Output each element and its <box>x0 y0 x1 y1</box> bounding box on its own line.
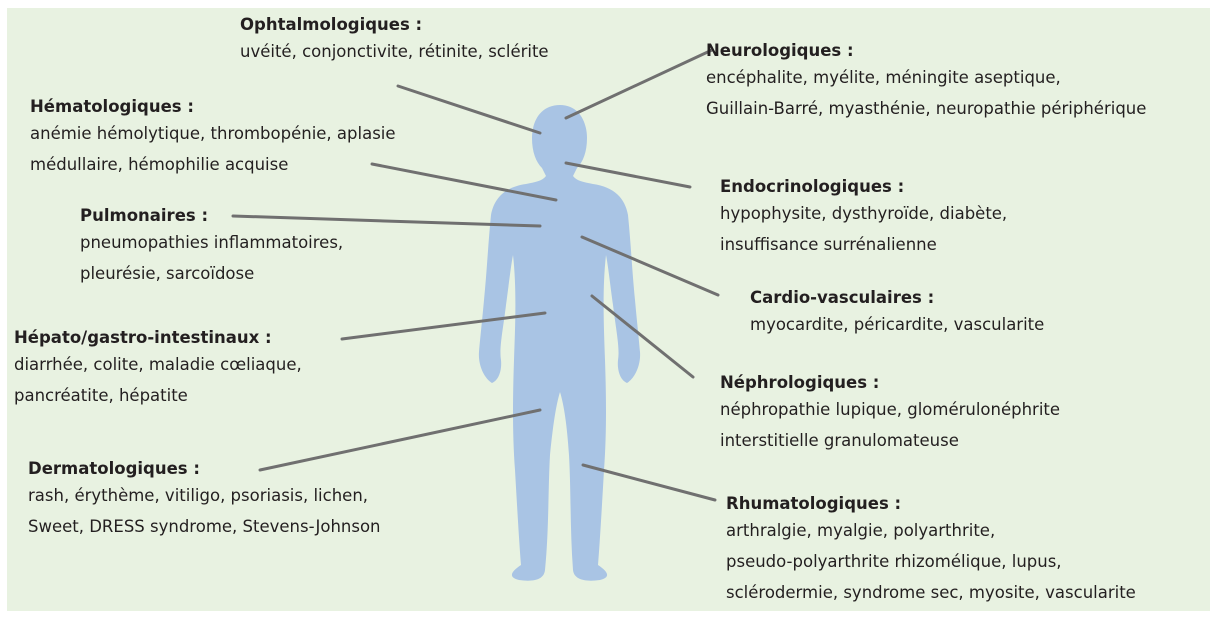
group-cardio-vasculaires: Cardio-vasculaires : myocardite, péricar… <box>750 287 1044 340</box>
group-text-line: anémie hémolytique, thrombopénie, aplasi… <box>30 118 396 149</box>
group-title: Cardio-vasculaires : <box>750 287 1044 309</box>
group-hepato-gastro: Hépato/gastro-intestinaux : diarrhée, co… <box>14 327 302 411</box>
group-text-line: myocardite, péricardite, vascularite <box>750 309 1044 340</box>
group-text-line: arthralgie, myalgie, polyarthrite, <box>726 515 1136 546</box>
group-text-line: diarrhée, colite, maladie cœliaque, <box>14 349 302 380</box>
group-text-line: Guillain-Barré, myasthénie, neuropathie … <box>706 93 1146 124</box>
connector-hemato <box>372 164 556 200</box>
group-text-line: insuffisance surrénalienne <box>720 229 1007 260</box>
group-text-line: pancréatite, hépatite <box>14 380 302 411</box>
connector-nephro <box>592 296 693 377</box>
group-neurologiques: Neurologiques : encéphalite, myélite, mé… <box>706 40 1146 124</box>
group-title: Rhumatologiques : <box>726 493 1136 515</box>
group-text-line: interstitielle granulomateuse <box>720 425 1060 456</box>
group-title: Hépato/gastro-intestinaux : <box>14 327 302 349</box>
connector-ophtalmo <box>398 86 540 133</box>
group-text-line: Sweet, DRESS syndrome, Stevens-Johnson <box>28 511 381 542</box>
group-text-line: rash, érythème, vitiligo, psoriasis, lic… <box>28 480 381 511</box>
group-text-line: sclérodermie, syndrome sec, myosite, vas… <box>726 577 1136 608</box>
group-endocrinologiques: Endocrinologiques : hypophysite, dysthyr… <box>720 176 1007 260</box>
group-title: Neurologiques : <box>706 40 1146 62</box>
group-text-line: médullaire, hémophilie acquise <box>30 149 396 180</box>
group-text-line: hypophysite, dysthyroïde, diabète, <box>720 198 1007 229</box>
group-text-line: pleurésie, sarcoïdose <box>80 258 343 289</box>
group-title: Hématologiques : <box>30 96 396 118</box>
group-text-line: encéphalite, myélite, méningite aseptiqu… <box>706 62 1146 93</box>
connector-neuro <box>566 50 712 118</box>
group-title: Pulmonaires : <box>80 205 343 227</box>
group-pulmonaires: Pulmonaires : pneumopathies inflammatoir… <box>80 205 343 289</box>
group-dermatologiques: Dermatologiques : rash, érythème, vitili… <box>28 458 381 542</box>
connector-hepato <box>342 313 545 339</box>
group-rhumatologiques: Rhumatologiques : arthralgie, myalgie, p… <box>726 493 1136 608</box>
group-text-line: uvéité, conjonctivite, rétinite, sclérit… <box>240 36 549 67</box>
group-text-line: néphropathie lupique, glomérulonéphrite <box>720 394 1060 425</box>
human-body-silhouette <box>479 105 640 581</box>
group-title: Dermatologiques : <box>28 458 381 480</box>
group-title: Endocrinologiques : <box>720 176 1007 198</box>
group-text-line: pneumopathies inflammatoires, <box>80 227 343 258</box>
group-nephrologiques: Néphrologiques : néphropathie lupique, g… <box>720 372 1060 456</box>
group-hematologiques: Hématologiques : anémie hémolytique, thr… <box>30 96 396 180</box>
group-text-line: pseudo-polyarthrite rhizomélique, lupus, <box>726 546 1136 577</box>
group-title: Ophtalmologiques : <box>240 14 549 36</box>
group-title: Néphrologiques : <box>720 372 1060 394</box>
group-ophtalmologiques: Ophtalmologiques : uvéité, conjonctivite… <box>240 14 549 67</box>
